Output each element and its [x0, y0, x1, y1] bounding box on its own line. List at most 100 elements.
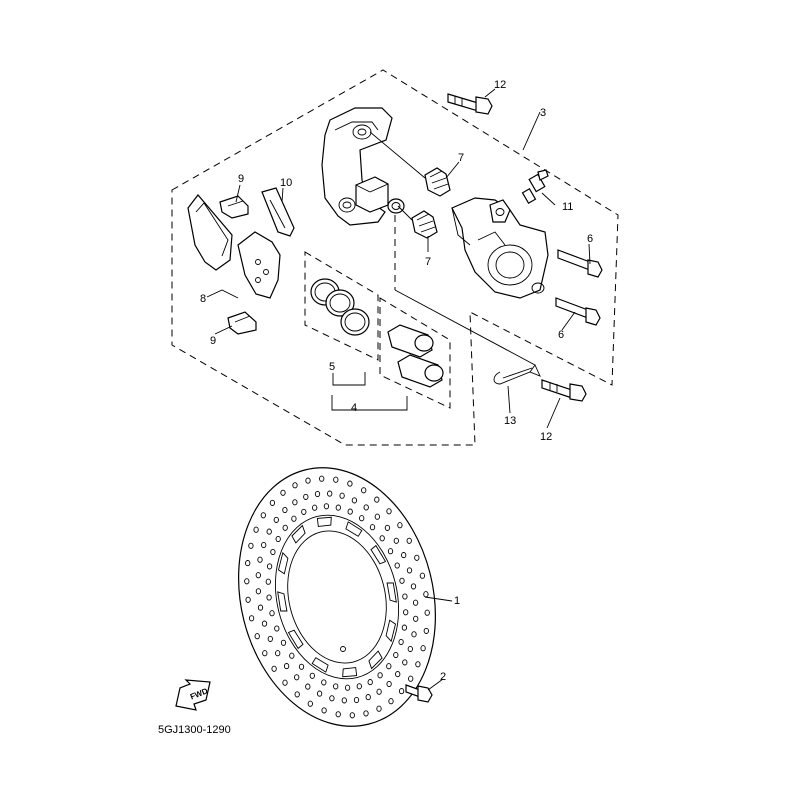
disc-drill-hole — [269, 610, 275, 617]
disc-vent-slot — [386, 582, 397, 603]
disc-drill-hole — [406, 567, 413, 574]
callout-6-lower: 6 — [558, 329, 564, 341]
disc-drill-hole — [386, 680, 392, 688]
disc-drill-hole — [280, 639, 287, 646]
disc-drill-hole — [245, 560, 251, 567]
disc-drill-hole — [260, 512, 266, 519]
disc-drill-hole — [401, 552, 407, 559]
disc-drill-hole — [359, 515, 365, 522]
disc-vent-slot — [385, 619, 397, 643]
disc-drill-hole — [245, 596, 251, 603]
disc-drill-hole — [261, 620, 268, 627]
disc-drill-hole — [379, 535, 385, 542]
disc-drill-hole — [407, 645, 413, 653]
disc-drill-hole — [283, 663, 290, 670]
fwd-arrow-icon: FWD — [175, 679, 211, 711]
disc-drill-hole — [248, 542, 254, 549]
disc-drill-hole — [257, 556, 263, 563]
leader-lines — [206, 88, 591, 691]
brake-pad-left — [187, 194, 233, 271]
disc-drill-hole — [344, 684, 351, 691]
pad-clip-lower — [227, 311, 257, 335]
pad-spring — [493, 364, 541, 385]
disc-drill-hole — [261, 541, 267, 549]
disc-drill-hole — [282, 506, 288, 514]
disc-drill-hole — [321, 679, 327, 686]
disc-drill-hole — [363, 504, 369, 511]
disc-drill-hole — [420, 645, 426, 652]
disc-drill-hole — [323, 503, 330, 510]
disc-drill-hole — [419, 572, 426, 579]
disc-drill-hole — [262, 650, 268, 657]
disc-drill-hole — [374, 513, 380, 520]
disc-drill-hole — [347, 508, 353, 515]
disc-drill-holes — [244, 475, 430, 719]
disc-drill-hole — [374, 496, 380, 503]
disc-drill-hole — [424, 609, 430, 616]
callout-13: 13 — [504, 415, 516, 427]
disc-drill-hole — [294, 691, 300, 698]
pin-line-lower — [397, 205, 413, 221]
disc-drill-hole — [335, 711, 341, 718]
drawing-code: 5GJ1300-1290 — [158, 724, 231, 736]
disc-drill-hole — [401, 624, 408, 631]
spring-pin-line — [394, 289, 536, 366]
disc-drill-hole — [335, 504, 341, 511]
disc-drill-hole — [399, 577, 405, 584]
disc-drill-hole — [403, 609, 409, 616]
disc-drill-hole — [410, 583, 417, 590]
disc-drill-hole — [402, 659, 408, 666]
disc-drill-hole — [267, 635, 273, 642]
disc-drill-hole — [339, 492, 345, 499]
disc-drill-hole — [257, 604, 264, 611]
disc-drill-hole — [376, 705, 382, 712]
callout-11: 11 — [562, 201, 573, 213]
disc-drill-hole — [309, 672, 315, 679]
disc-vent-slot — [291, 524, 306, 544]
disc-drill-hole — [266, 563, 273, 570]
disc-drill-hole — [413, 615, 419, 622]
disc-vent-slot — [368, 650, 383, 670]
disc-drill-hole — [411, 631, 417, 638]
bolt-top — [447, 93, 493, 115]
pad-shim — [261, 187, 295, 237]
disc-drill-hole — [314, 490, 321, 498]
disc-drill-hole — [406, 537, 412, 544]
callout-7-upper: 7 — [458, 152, 464, 164]
disc-drill-hole — [271, 665, 277, 672]
disc-drill-hole — [294, 674, 300, 681]
callout-labels: 12 3 7 7 9 10 11 6 6 8 9 5 4 13 12 1 2 — [200, 79, 593, 683]
bleed-screw — [521, 169, 549, 205]
disc-drill-hole — [319, 475, 325, 482]
disc-drill-hole — [365, 694, 371, 701]
disc-drill-hole — [316, 690, 323, 697]
disc-drill-hole — [369, 524, 376, 531]
callout-9-lower: 9 — [210, 335, 216, 347]
disc-drill-hole — [398, 688, 405, 695]
disc-drill-hole — [305, 477, 311, 484]
disc-drill-hole — [398, 638, 404, 646]
disc-drill-hole — [423, 627, 429, 634]
disc-drill-hole — [388, 698, 394, 705]
disc-bolt — [405, 684, 433, 703]
disc-drill-hole — [255, 588, 262, 595]
disc-drill-hole — [329, 695, 335, 702]
disc-vent-slot — [345, 521, 363, 537]
disc-drill-hole — [280, 489, 286, 496]
slide-pin-bolt-upper — [557, 249, 603, 278]
disc-drill-hole — [376, 688, 382, 695]
disc-drill-hole — [270, 548, 276, 556]
disc-drill-hole — [349, 712, 355, 719]
callout-7-lower: 7 — [425, 256, 431, 268]
caliper-body — [451, 197, 549, 299]
disc-drill-hole — [351, 497, 358, 504]
disc-drill-hole — [321, 707, 327, 714]
disc-drill-hole — [289, 652, 295, 659]
disc-drill-hole — [393, 651, 399, 659]
callout-6-upper: 6 — [587, 233, 593, 245]
disc-drill-hole — [275, 535, 281, 543]
callout-3: 3 — [540, 107, 546, 119]
caliper-bracket — [321, 107, 405, 226]
disc-drill-hole — [282, 524, 288, 531]
disc-vent-slot — [342, 667, 358, 678]
